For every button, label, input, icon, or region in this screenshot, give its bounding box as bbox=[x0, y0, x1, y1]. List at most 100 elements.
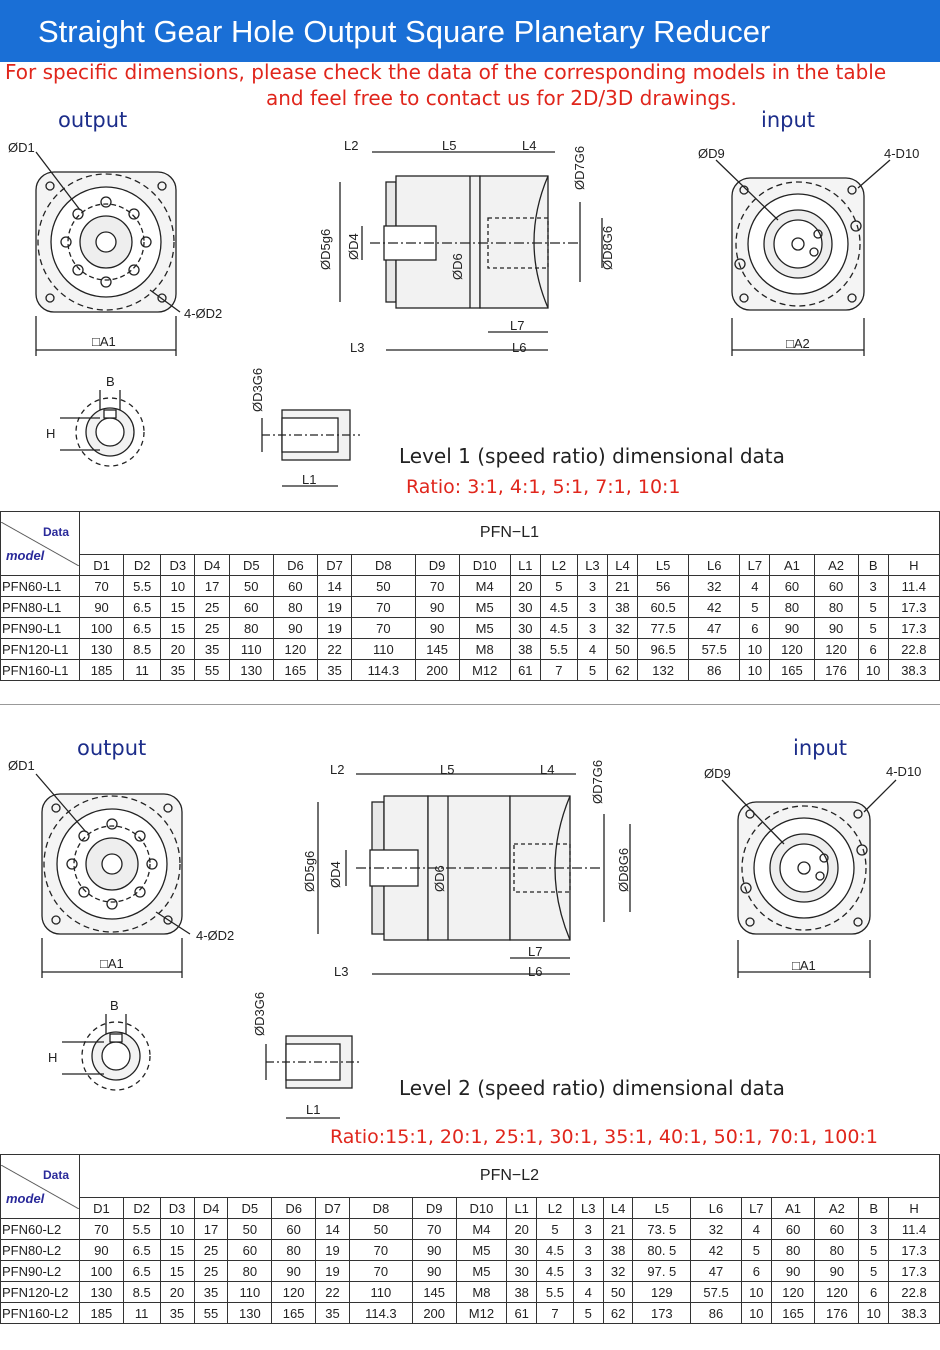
column-header: D4 bbox=[194, 554, 230, 576]
value-cell: 35 bbox=[315, 1302, 350, 1324]
level2-drawing: ØD1 4-ØD2 □A1 L2 L5 L4 L3 L6 L7 ØD5g6 ØD… bbox=[8, 758, 921, 1119]
value-cell: 90 bbox=[78, 596, 125, 618]
label-d10: 4-D10 bbox=[884, 146, 919, 161]
value-cell: 15 bbox=[159, 1260, 195, 1282]
value-cell: 20 bbox=[506, 1218, 538, 1240]
value-cell: 57.5 bbox=[690, 1281, 742, 1303]
value-cell: 50 bbox=[602, 1281, 634, 1303]
value-cell: 30 bbox=[506, 1260, 538, 1282]
page-title: Straight Gear Hole Output Square Planeta… bbox=[38, 14, 771, 49]
value-cell: 35 bbox=[194, 638, 230, 660]
value-cell: 50 bbox=[606, 638, 639, 660]
value-cell: 60 bbox=[271, 1218, 317, 1240]
value-cell: 60 bbox=[769, 575, 815, 597]
value-cell: 70 bbox=[351, 596, 416, 618]
label-d4-2: ØD4 bbox=[328, 861, 343, 888]
label-d3: ØD3G6 bbox=[250, 368, 265, 412]
value-cell: 15 bbox=[159, 1239, 195, 1261]
value-cell: 165 bbox=[770, 1302, 816, 1324]
model-cell: PFN90-L2 bbox=[0, 1260, 80, 1282]
input-flange-view bbox=[715, 159, 891, 356]
value-cell: 80. 5 bbox=[632, 1239, 692, 1261]
value-cell: 110 bbox=[228, 638, 274, 660]
value-cell: 6 bbox=[739, 617, 771, 639]
value-cell: 42 bbox=[690, 1239, 742, 1261]
value-cell: 4 bbox=[576, 638, 608, 660]
value-cell: 15 bbox=[160, 596, 196, 618]
value-cell: M5 bbox=[458, 617, 511, 639]
value-cell: M12 bbox=[458, 659, 511, 681]
label-d5: ØD5g6 bbox=[318, 229, 333, 270]
value-cell: 5 bbox=[740, 1239, 772, 1261]
value-cell: 5 bbox=[739, 596, 771, 618]
column-header: D5 bbox=[227, 1197, 273, 1219]
label-l4: L4 bbox=[522, 138, 536, 153]
value-cell: 25 bbox=[193, 1260, 229, 1282]
value-cell: 5 bbox=[539, 575, 578, 597]
label-h: H bbox=[46, 426, 55, 441]
value-cell: M5 bbox=[455, 1239, 508, 1261]
value-cell: 200 bbox=[414, 659, 460, 681]
value-cell: 5 bbox=[572, 1302, 604, 1324]
value-cell: 8.5 bbox=[123, 638, 162, 660]
value-cell: 25 bbox=[194, 596, 230, 618]
value-cell: 3 bbox=[576, 575, 608, 597]
value-cell: 57.5 bbox=[688, 638, 741, 660]
column-header: L2 bbox=[539, 554, 578, 576]
value-cell: 62 bbox=[602, 1302, 634, 1324]
value-cell: 17.3 bbox=[887, 617, 940, 639]
column-header: A1 bbox=[769, 554, 815, 576]
value-cell: 200 bbox=[411, 1302, 457, 1324]
value-cell: 5.5 bbox=[539, 638, 578, 660]
output-label-2: output bbox=[77, 736, 147, 760]
shaft-bore-view-2 bbox=[265, 1035, 362, 1119]
value-cell: 120 bbox=[770, 1281, 816, 1303]
value-cell: 3 bbox=[572, 1260, 604, 1282]
keyway-view bbox=[60, 390, 145, 467]
label-l2: L2 bbox=[344, 138, 358, 153]
label-d3-2: ØD3G6 bbox=[252, 992, 267, 1036]
column-header: L6 bbox=[688, 554, 741, 576]
value-cell: 6 bbox=[858, 1281, 890, 1303]
output-flange-view bbox=[35, 151, 181, 356]
value-cell: 14 bbox=[316, 575, 353, 597]
value-cell: 10 bbox=[159, 1218, 195, 1240]
label-l3: L3 bbox=[350, 340, 364, 355]
note-line-2: and feel free to contact us for 2D/3D dr… bbox=[266, 86, 737, 110]
value-cell: 165 bbox=[769, 659, 815, 681]
input-label-2: input bbox=[793, 736, 848, 760]
value-cell: 185 bbox=[78, 659, 125, 681]
value-cell: 50 bbox=[227, 1218, 273, 1240]
value-cell: 5 bbox=[857, 596, 889, 618]
input-flange-view-2 bbox=[721, 779, 897, 978]
value-cell: 3 bbox=[572, 1218, 604, 1240]
model-cell: PFN120-L2 bbox=[0, 1281, 80, 1303]
value-cell: 38 bbox=[602, 1239, 634, 1261]
value-cell: 6.5 bbox=[123, 596, 162, 618]
column-header: A2 bbox=[813, 554, 859, 576]
value-cell: 15 bbox=[160, 617, 196, 639]
label-d8-2: ØD8G6 bbox=[616, 848, 631, 892]
value-cell: 7 bbox=[539, 659, 578, 681]
value-cell: 55 bbox=[193, 1302, 229, 1324]
column-header: D5 bbox=[228, 554, 274, 576]
value-cell: 32 bbox=[690, 1218, 742, 1240]
value-cell: 11 bbox=[122, 1302, 161, 1324]
value-cell: 32 bbox=[688, 575, 741, 597]
column-header: D9 bbox=[414, 554, 460, 576]
value-cell: 70 bbox=[351, 617, 416, 639]
column-header: L2 bbox=[536, 1197, 574, 1219]
label-b-2: B bbox=[110, 998, 119, 1013]
value-cell: 120 bbox=[814, 1281, 860, 1303]
value-cell: 132 bbox=[637, 659, 690, 681]
level2-ratio: Ratio:15:1, 20:1, 25:1, 30:1, 35:1, 40:1… bbox=[330, 1126, 878, 1148]
value-cell: 21 bbox=[606, 575, 639, 597]
value-cell: 11 bbox=[123, 659, 162, 681]
value-cell: 10 bbox=[739, 638, 771, 660]
value-cell: 80 bbox=[769, 596, 815, 618]
value-cell: 3 bbox=[858, 1218, 890, 1240]
